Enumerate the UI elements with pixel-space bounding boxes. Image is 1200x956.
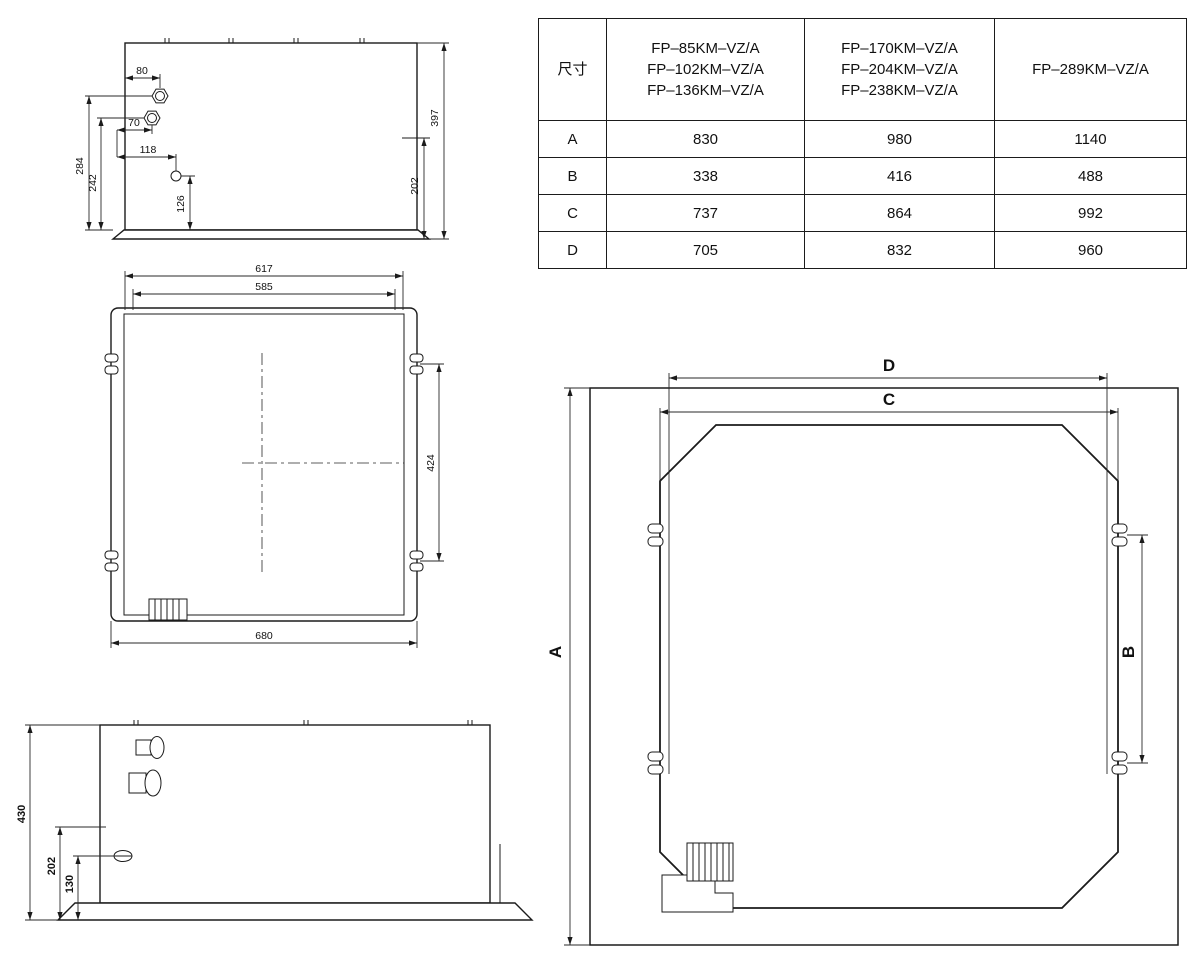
table-cell: 864 xyxy=(804,194,995,232)
table-cell: 830 xyxy=(606,120,805,158)
dim-label-202-right: 202 xyxy=(409,177,421,195)
screw-marks xyxy=(164,38,365,43)
screw-marks xyxy=(133,720,473,725)
dim-label-284: 284 xyxy=(74,157,86,175)
hanger-bracket xyxy=(647,523,664,547)
water-pipe-fitting xyxy=(135,739,152,756)
dim-label-70: 70 xyxy=(128,117,140,129)
dim-label-80: 80 xyxy=(136,65,148,77)
table-row: D 705 832 960 xyxy=(538,231,1187,269)
table-cell: 488 xyxy=(994,157,1187,195)
hanger-bracket xyxy=(409,353,424,375)
hanger-bracket xyxy=(104,550,119,572)
front-elevation-drawing: 430 202 130 xyxy=(16,720,534,921)
header-models-group1: FP–85KM–VZ/A FP–102KM–VZ/A FP–136KM–VZ/A xyxy=(606,18,805,121)
dim-label-617: 617 xyxy=(255,263,273,275)
panel-outline xyxy=(589,387,1179,946)
dimension-lines xyxy=(110,271,444,648)
dim-label-130: 130 xyxy=(64,875,76,893)
side-elevation-drawing: 80 70 118 126 284 242 397 202 xyxy=(74,38,449,240)
row-label: D xyxy=(538,231,607,269)
pipe-connections xyxy=(143,88,182,182)
dim-label-126: 126 xyxy=(175,195,187,213)
dim-label-424: 424 xyxy=(425,454,437,472)
center-lines xyxy=(242,353,404,576)
unit-chassis xyxy=(110,307,418,622)
model-name: FP–85KM–VZ/A xyxy=(651,40,760,57)
table-header-row: 尺寸 FP–85KM–VZ/A FP–102KM–VZ/A FP–136KM–V… xyxy=(538,18,1187,121)
air-outlet-octagon xyxy=(659,424,1119,909)
dimension-lines xyxy=(25,724,114,921)
model-name: FP–102KM–VZ/A xyxy=(647,61,764,78)
ceiling-panel xyxy=(56,902,534,921)
dim-label-430: 430 xyxy=(16,805,28,823)
table-cell: 960 xyxy=(994,231,1187,269)
row-label: B xyxy=(538,157,607,195)
drain-outlet xyxy=(170,170,182,182)
model-name: FP–136KM–VZ/A xyxy=(647,82,764,99)
water-pipe-fitting xyxy=(128,772,147,794)
dim-label-C: C xyxy=(883,390,895,409)
unit-body xyxy=(111,38,431,240)
table-cell: 416 xyxy=(804,157,995,195)
hanger-bracket xyxy=(1111,523,1128,547)
top-view-drawing: 617 585 424 680 xyxy=(104,263,444,648)
hanger-bracket xyxy=(104,353,119,375)
table-cell: 1140 xyxy=(994,120,1187,158)
hanger-bracket xyxy=(409,550,424,572)
table-cell: 980 xyxy=(804,120,995,158)
dim-label-202: 202 xyxy=(46,857,58,875)
header-dimension: 尺寸 xyxy=(538,18,607,121)
dimension-lines xyxy=(564,373,1148,946)
dim-label-242: 242 xyxy=(87,174,99,192)
dim-label-118: 118 xyxy=(140,144,157,156)
row-label: A xyxy=(538,120,607,158)
table-cell: 737 xyxy=(606,194,805,232)
hanger-bracket xyxy=(1111,751,1128,775)
model-name: FP–238KM–VZ/A xyxy=(841,82,958,99)
model-name: FP–204KM–VZ/A xyxy=(841,61,958,78)
terminal-block xyxy=(148,598,188,621)
table-row: A 830 980 1140 xyxy=(538,120,1187,158)
dim-label-D: D xyxy=(883,356,895,375)
dim-label-680: 680 xyxy=(255,630,273,642)
dim-label-397: 397 xyxy=(429,109,441,127)
dimension-lines xyxy=(85,42,449,240)
dimensions-table: 尺寸 FP–85KM–VZ/A FP–102KM–VZ/A FP–136KM–V… xyxy=(538,18,1187,269)
table-row: B 338 416 488 xyxy=(538,157,1187,195)
dim-label-A: A xyxy=(546,646,565,658)
table-row: C 737 864 992 xyxy=(538,194,1187,232)
table-cell: 705 xyxy=(606,231,805,269)
bottom-plan-drawing: D C A B xyxy=(546,356,1179,946)
header-models-group3: FP–289KM–VZ/A xyxy=(994,18,1187,121)
dim-label-B: B xyxy=(1119,646,1138,658)
table-cell: 832 xyxy=(804,231,995,269)
hanger-bracket xyxy=(647,751,664,775)
dim-label-585: 585 xyxy=(255,281,273,293)
header-models-group2: FP–170KM–VZ/A FP–204KM–VZ/A FP–238KM–VZ/… xyxy=(804,18,995,121)
corner-drain-connector xyxy=(661,842,734,913)
pipe-fittings xyxy=(113,736,165,862)
table-cell: 338 xyxy=(606,157,805,195)
model-name: FP–170KM–VZ/A xyxy=(841,40,958,57)
row-label: C xyxy=(538,194,607,232)
table-cell: 992 xyxy=(994,194,1187,232)
